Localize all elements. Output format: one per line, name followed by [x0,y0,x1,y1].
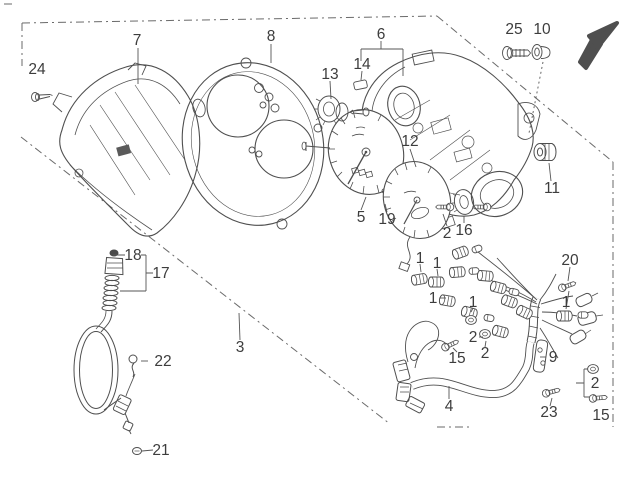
callout-20: 20 [561,252,579,269]
callout-4: 4 [445,398,454,415]
callout-21: 21 [152,442,169,459]
callout-1-d: 1 [469,294,478,311]
bolt-25-part [502,46,532,60]
callout-11: 11 [544,180,560,197]
callout-24: 24 [28,61,46,78]
callout-15-a: 15 [448,350,465,367]
lens-cover-part [52,62,201,237]
grommet-16-part [452,189,475,215]
gear-13-part [314,95,349,126]
callout-1-c: 1 [429,290,438,307]
callout-15-b: 15 [592,407,609,424]
clip-21-part [132,447,142,455]
face-plate-part [181,57,325,230]
wiring-harness-part [392,251,604,414]
nut-10-part [531,44,551,60]
screw-13-part [349,107,370,117]
callout-1-a: 1 [416,250,425,267]
callout-8: 8 [267,28,276,45]
pin-14-part [353,79,368,91]
callout-10: 10 [533,21,551,38]
callout-14: 14 [353,56,371,73]
tachometer-gauge-part [382,160,452,273]
callout-25: 25 [505,21,522,38]
callout-7: 7 [133,32,142,49]
callout-leaders [113,41,590,452]
clip-22-part [128,354,138,378]
speedometer-gauge-part [301,108,405,196]
callout-2-d: 2 [591,375,600,392]
section-border [4,3,614,428]
callout-16: 16 [455,222,472,239]
callout-17: 17 [152,265,169,282]
callout-1-b: 1 [433,255,442,272]
callout-1-e: 1 [562,294,571,311]
callout-3: 3 [236,339,245,356]
callout-12: 12 [401,133,418,150]
nut-11-part [533,143,557,161]
bulb-sockets [410,202,609,404]
speedometer-cable-part [73,249,134,435]
callout-19: 19 [378,211,395,228]
callout-9: 9 [549,349,558,366]
callout-2-b: 2 [469,329,478,346]
callout-2-c: 2 [481,345,490,362]
callout-6: 6 [377,26,386,43]
screw-24-part [31,92,53,102]
callout-5: 5 [357,209,366,226]
callout-22: 22 [154,353,171,370]
bracket-9-part [532,339,549,373]
callout-labels: 7 8 6 24 13 14 25 10 12 11 5 19 2 16 1 1… [28,21,609,459]
callout-13: 13 [321,66,338,83]
ne-direction-arrow-icon [578,21,619,70]
callout-23: 23 [540,404,557,421]
callout-2-a: 2 [443,225,452,242]
callout-18: 18 [124,247,141,264]
